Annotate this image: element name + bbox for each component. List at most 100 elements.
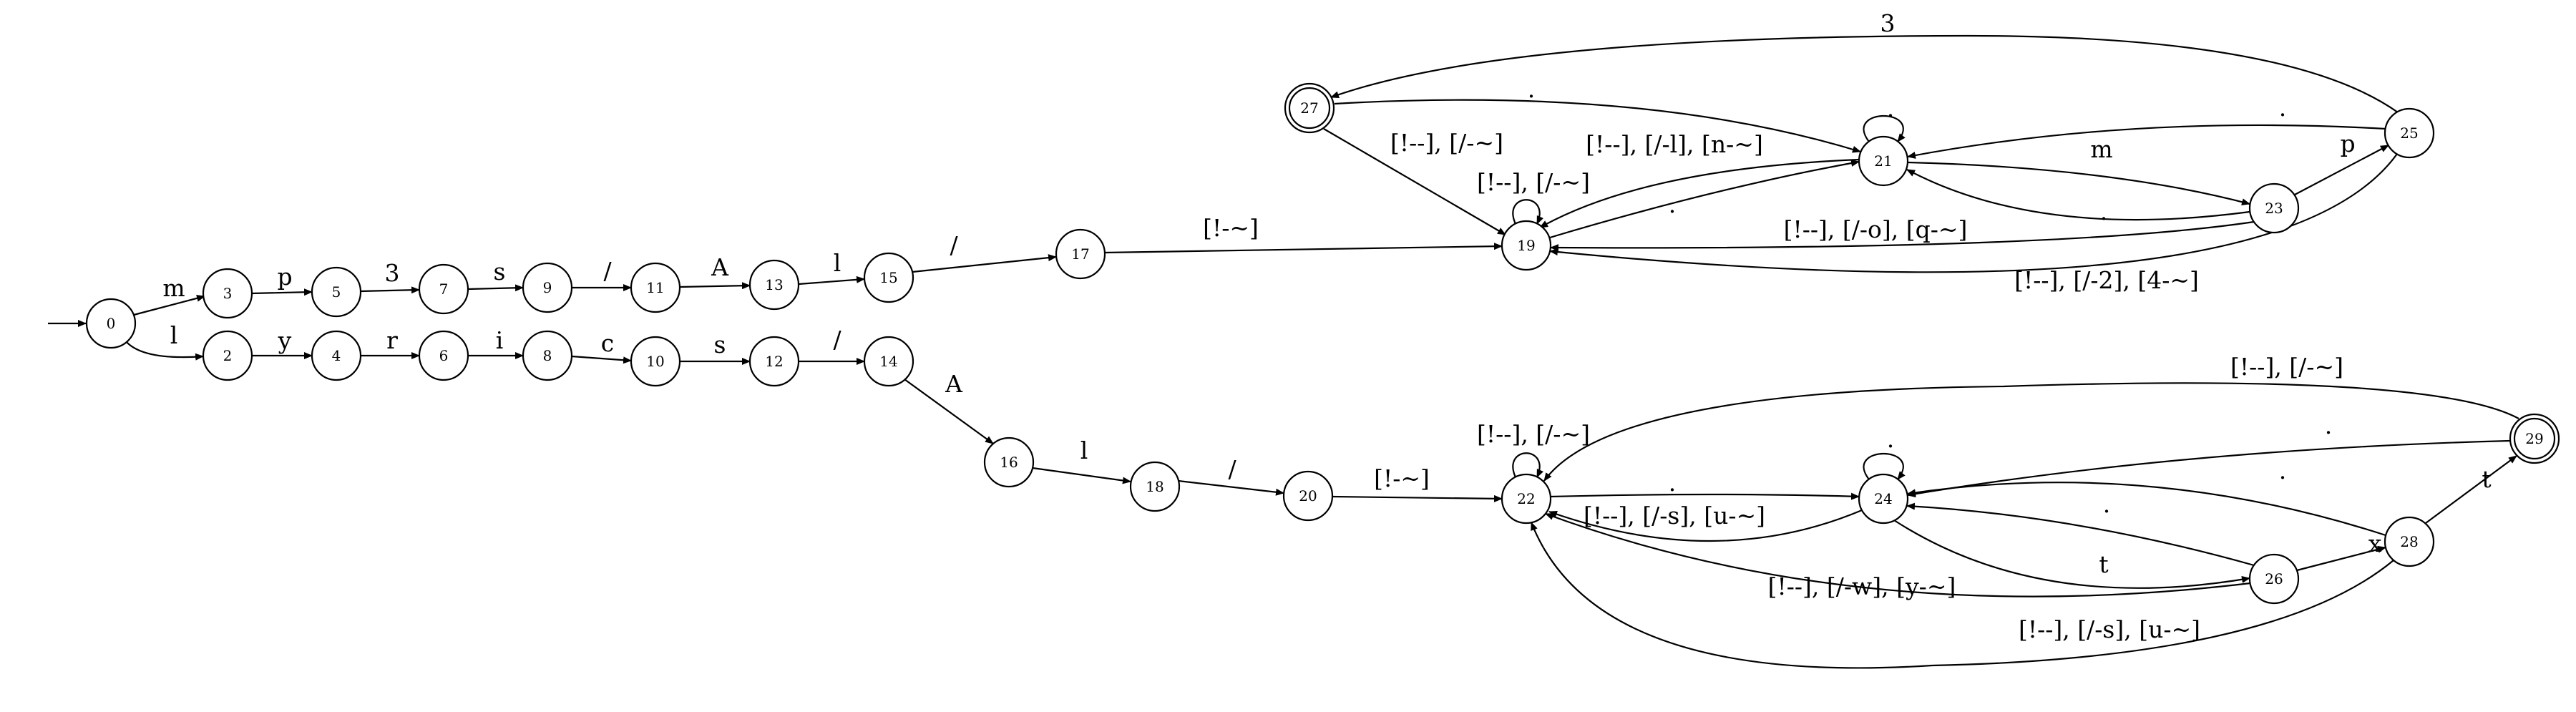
transitions-layer xyxy=(48,34,2519,669)
state-11: 11 xyxy=(630,262,681,313)
state-label-15: 15 xyxy=(879,269,897,286)
state-label-27: 27 xyxy=(1300,99,1318,117)
transition-label-21-to-23: m xyxy=(2090,135,2112,163)
state-label-9: 9 xyxy=(543,279,552,296)
transition-18-to-20 xyxy=(1178,479,1284,496)
transition-label-12-to-14: / xyxy=(833,326,841,353)
transition-13-to-15 xyxy=(798,275,865,286)
transition-15-to-17 xyxy=(912,254,1057,273)
transition-label-28-to-29: t xyxy=(2482,465,2491,493)
transition-label-6-to-8: i xyxy=(496,326,504,354)
state-label-18: 18 xyxy=(1146,478,1163,495)
transition-label-22-to-22: [!--], [/-~] xyxy=(1477,420,1590,448)
transition-label-28-to-22: [!--], [/-s], [u-~] xyxy=(2019,615,2200,643)
states-layer: 0234567891011121314151617181920212223242… xyxy=(85,82,2560,605)
state-16: 16 xyxy=(983,437,1035,488)
state-label-28: 28 xyxy=(2400,533,2418,550)
state-23: 23 xyxy=(2248,182,2300,234)
transition-20-to-22 xyxy=(1332,494,1503,502)
transition-label-8-to-10: c xyxy=(601,329,614,357)
transition-label-3-to-5: p xyxy=(277,263,292,291)
transition-24-to-24 xyxy=(1863,452,1906,480)
transition-29-to-24 xyxy=(1907,439,2511,498)
transition-label-19-to-21: . xyxy=(1669,190,1677,218)
transition-label-15-to-17: / xyxy=(950,231,958,259)
state-26: 26 xyxy=(2248,553,2300,605)
state-3: 3 xyxy=(202,268,253,319)
transition-label-20-to-22: [!-~] xyxy=(1374,464,1430,492)
state-25: 25 xyxy=(2384,107,2435,159)
transition-8-to-10 xyxy=(571,355,632,364)
transition-label-26-to-22: [!--], [/-w], [y-~] xyxy=(1768,572,1956,600)
state-label-17: 17 xyxy=(1071,245,1089,263)
state-21: 21 xyxy=(1858,135,1909,187)
state-9: 9 xyxy=(522,262,573,313)
state-7: 7 xyxy=(418,263,469,315)
transition-label-29-to-24: . xyxy=(2325,411,2333,439)
state-2: 2 xyxy=(202,330,253,381)
transition-label-28-to-24: . xyxy=(2279,457,2287,484)
state-8: 8 xyxy=(522,330,573,381)
transition-label-26-to-28: x xyxy=(2368,530,2382,557)
transition-label-2-to-4: y xyxy=(278,326,292,354)
state-24: 24 xyxy=(1858,473,1909,525)
transition-5-to-7 xyxy=(360,286,420,294)
transition-26-to-22 xyxy=(1545,512,2251,598)
transition-29-to-22 xyxy=(1543,382,2519,482)
transition-label-25-to-27: 3 xyxy=(1880,9,1896,37)
state-label-8: 8 xyxy=(543,347,552,364)
transition-28-to-24 xyxy=(1907,482,2386,537)
transition-21-to-21 xyxy=(1863,114,1906,142)
transition-25-to-21 xyxy=(1907,124,2386,159)
transition-27-to-21 xyxy=(1334,99,1861,153)
transition-16-to-18 xyxy=(1032,467,1131,484)
transition-17-to-19 xyxy=(1104,243,1503,254)
state-0: 0 xyxy=(85,298,137,349)
state-18: 18 xyxy=(1129,461,1181,512)
state-label-21: 21 xyxy=(1874,152,1892,170)
transition-label-24-to-26: t xyxy=(2099,550,2108,578)
state-12: 12 xyxy=(748,336,800,387)
state-label-14: 14 xyxy=(879,353,897,370)
transition-label-0-to-2: l xyxy=(170,321,178,349)
state-20: 20 xyxy=(1282,470,1334,522)
state-13: 13 xyxy=(748,259,800,311)
transition-label-13-to-15: l xyxy=(834,249,841,277)
transition-23-to-25 xyxy=(2294,145,2389,195)
state-label-26: 26 xyxy=(2265,570,2283,587)
state-22: 22 xyxy=(1501,473,1552,525)
transition-label-0-to-3: m xyxy=(162,274,185,302)
transition-label-22-to-24: . xyxy=(1669,469,1677,497)
transition-28-to-29 xyxy=(2425,455,2517,524)
transition-label-21-to-21: . xyxy=(1887,94,1895,122)
state-28: 28 xyxy=(2384,516,2435,567)
transition-14-to-16 xyxy=(904,379,994,444)
transition-label-14-to-16: A xyxy=(945,370,963,398)
transition-19-to-21 xyxy=(1549,160,1860,239)
state-label-29: 29 xyxy=(2525,430,2543,447)
transition-label-18-to-20: / xyxy=(1228,455,1236,483)
state-17: 17 xyxy=(1055,228,1106,280)
transition-label-21-to-19: [!--], [/-l], [n-~] xyxy=(1586,130,1763,158)
transition-label-27-to-19: [!--], [/-~] xyxy=(1390,129,1503,157)
transition-label-17-to-19: [!-~] xyxy=(1203,214,1259,242)
transition-11-to-13 xyxy=(679,282,751,290)
state-label-20: 20 xyxy=(1299,487,1317,504)
state-label-22: 22 xyxy=(1517,490,1535,507)
transition-25-to-19 xyxy=(1549,153,2398,273)
transition-7-to-9 xyxy=(467,284,524,292)
transition-label-24-to-22: [!--], [/-s], [u-~] xyxy=(1584,502,1765,530)
state-label-16: 16 xyxy=(1000,454,1018,471)
transition-label-7-to-9: s xyxy=(494,258,506,286)
state-label-5: 5 xyxy=(332,283,341,301)
transition-25-to-27 xyxy=(1330,34,2399,113)
state-label-12: 12 xyxy=(765,353,783,370)
state-14: 14 xyxy=(863,336,914,387)
state-5: 5 xyxy=(311,266,362,318)
state-6: 6 xyxy=(418,330,469,381)
transition-label-25-to-19: [!--], [/-2], [4-~] xyxy=(2014,266,2199,294)
state-label-10: 10 xyxy=(646,353,664,370)
state-label-13: 13 xyxy=(765,276,783,293)
